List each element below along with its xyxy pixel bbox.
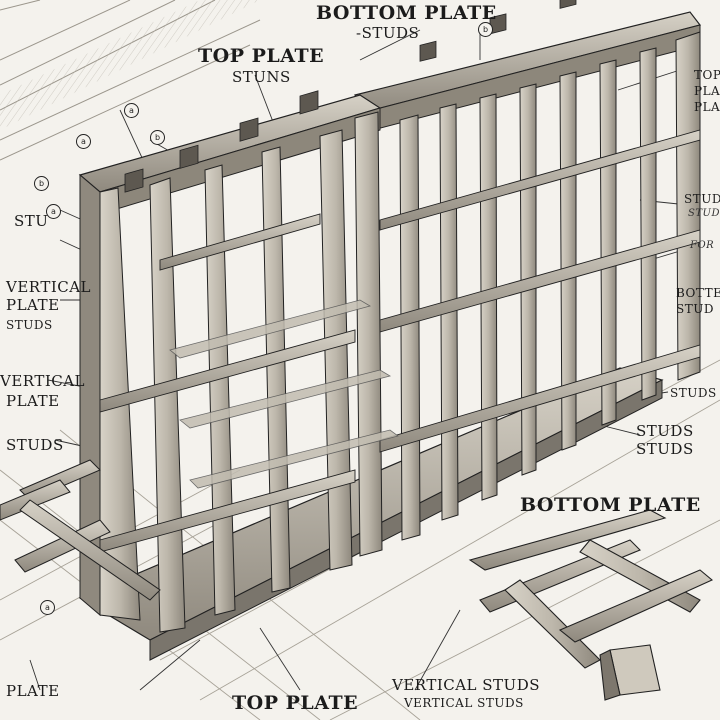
label-bottom-stud-2: STUD: [676, 302, 714, 316]
corner-detail-inset: [468, 509, 714, 701]
label-studs-top: -STUDS: [356, 24, 420, 42]
label-plate-1: PLATE: [6, 296, 60, 314]
label-stu-left: STU: [14, 212, 49, 230]
label-studs-left: STUDS: [6, 436, 64, 454]
label-plate-2: PLATE: [6, 392, 60, 410]
callout-marker: a: [76, 134, 91, 149]
label-plate-bottom-left: PLATE: [6, 682, 60, 700]
label-bottom-plate-right: BOTTOM PLATE: [520, 494, 701, 516]
label-top-right-1: TOP: [694, 68, 720, 82]
studs-right-wall: [399, 31, 701, 541]
ground-beams-left: [0, 459, 161, 601]
background-hatch: [0, 0, 260, 130]
callout-marker: a: [124, 103, 139, 118]
label-studs-r0b: STUDS: [688, 208, 720, 219]
label-vertical-plate-2: VERTICAL: [0, 372, 86, 390]
label-stuns: STUNS: [232, 68, 291, 86]
callout-marker: a: [46, 204, 61, 219]
label-bottom-plate-top: BOTTOM PLATE: [316, 2, 497, 24]
floor-joists: [169, 299, 399, 489]
label-fore-right: FOR: [690, 240, 715, 251]
label-studs-r1: STUDS: [670, 386, 717, 400]
label-bottom-stud-1: BOTTER: [676, 286, 720, 300]
top-blocking: [124, 0, 577, 193]
label-studs-r2: STUDS: [636, 422, 694, 440]
label-vertical-plate-1: VERTICAL: [6, 278, 92, 296]
callout-marker: b: [150, 130, 165, 145]
label-studs-under-1: STUDS: [6, 318, 53, 332]
callout-marker: b: [34, 176, 49, 191]
label-vertical-studs-1: VERTICAL STUDS: [392, 676, 541, 694]
label-studs-r0: STUD: [684, 192, 720, 206]
label-top-plate-upper: TOP PLATE: [198, 45, 325, 67]
label-studs-r3: STUDS: [636, 440, 694, 458]
label-top-right-2: PLA: [694, 84, 720, 98]
callout-marker: b: [478, 22, 493, 37]
label-top-plate-bottom: TOP PLATE: [232, 692, 359, 714]
label-top-right-3: PLA: [694, 100, 720, 114]
label-vertical-studs-2: VERTICAL STUDS: [404, 696, 524, 710]
callout-marker: a: [40, 600, 55, 615]
